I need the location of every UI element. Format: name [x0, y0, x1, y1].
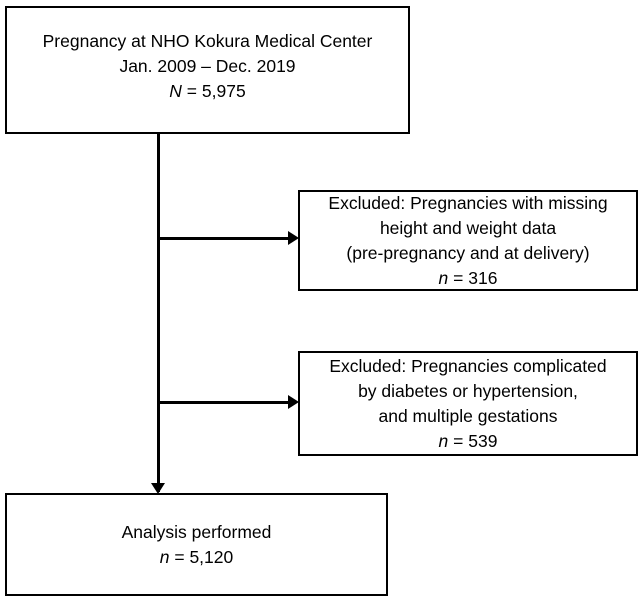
- analysis-count-symbol: n: [159, 546, 170, 567]
- source-line-1: Pregnancy at NHO Kokura Medical Center: [42, 30, 373, 51]
- arrow-right-icon: [288, 231, 299, 245]
- connector-trunk-line: [157, 134, 160, 492]
- connector-branch-2-line: [157, 401, 289, 404]
- source-line-2: Jan. 2009 – Dec. 2019: [119, 55, 296, 76]
- source-count: N = 5,975: [43, 79, 373, 104]
- source-count-symbol: N: [169, 80, 182, 101]
- excluded-2-line-1: Excluded: Pregnancies complicated: [329, 355, 607, 376]
- analysis-count: n = 5,120: [160, 545, 233, 570]
- connector-branch-1-line: [157, 237, 289, 240]
- analysis-count-value: 5,120: [189, 546, 234, 567]
- arrow-down-icon: [151, 483, 165, 494]
- excluded-1-count: n = 316: [439, 266, 498, 291]
- source-count-separator: =: [181, 80, 202, 101]
- excluded-2-count: n = 539: [439, 429, 498, 454]
- node-analysis-performed: Analysis performed n = 5,120: [5, 493, 388, 596]
- analysis-line-1: Analysis performed: [121, 521, 272, 542]
- excluded-2-count-symbol: n: [438, 430, 449, 451]
- excluded-1-count-symbol: n: [438, 267, 449, 288]
- node-excluded-comorbidity: Excluded: Pregnancies complicated by dia…: [298, 351, 638, 456]
- excluded-2-count-value: 539: [468, 430, 498, 451]
- excluded-1-line-3: (pre-pregnancy and at delivery): [346, 242, 590, 263]
- excluded-2-count-separator: =: [448, 430, 469, 451]
- excluded-2-line-3: and multiple gestations: [378, 405, 558, 426]
- node-source-population: Pregnancy at NHO Kokura Medical Center J…: [5, 6, 410, 134]
- excluded-1-line-1: Excluded: Pregnancies with missing: [328, 192, 608, 213]
- excluded-1-count-separator: =: [448, 267, 469, 288]
- source-count-value: 5,975: [201, 80, 246, 101]
- arrow-right-icon: [288, 395, 299, 409]
- excluded-1-line-2: height and weight data: [379, 217, 557, 238]
- analysis-count-separator: =: [169, 546, 190, 567]
- excluded-2-line-2: by diabetes or hypertension,: [358, 380, 578, 401]
- node-excluded-missing-data: Excluded: Pregnancies with missing heigh…: [298, 190, 638, 291]
- excluded-1-count-value: 316: [468, 267, 498, 288]
